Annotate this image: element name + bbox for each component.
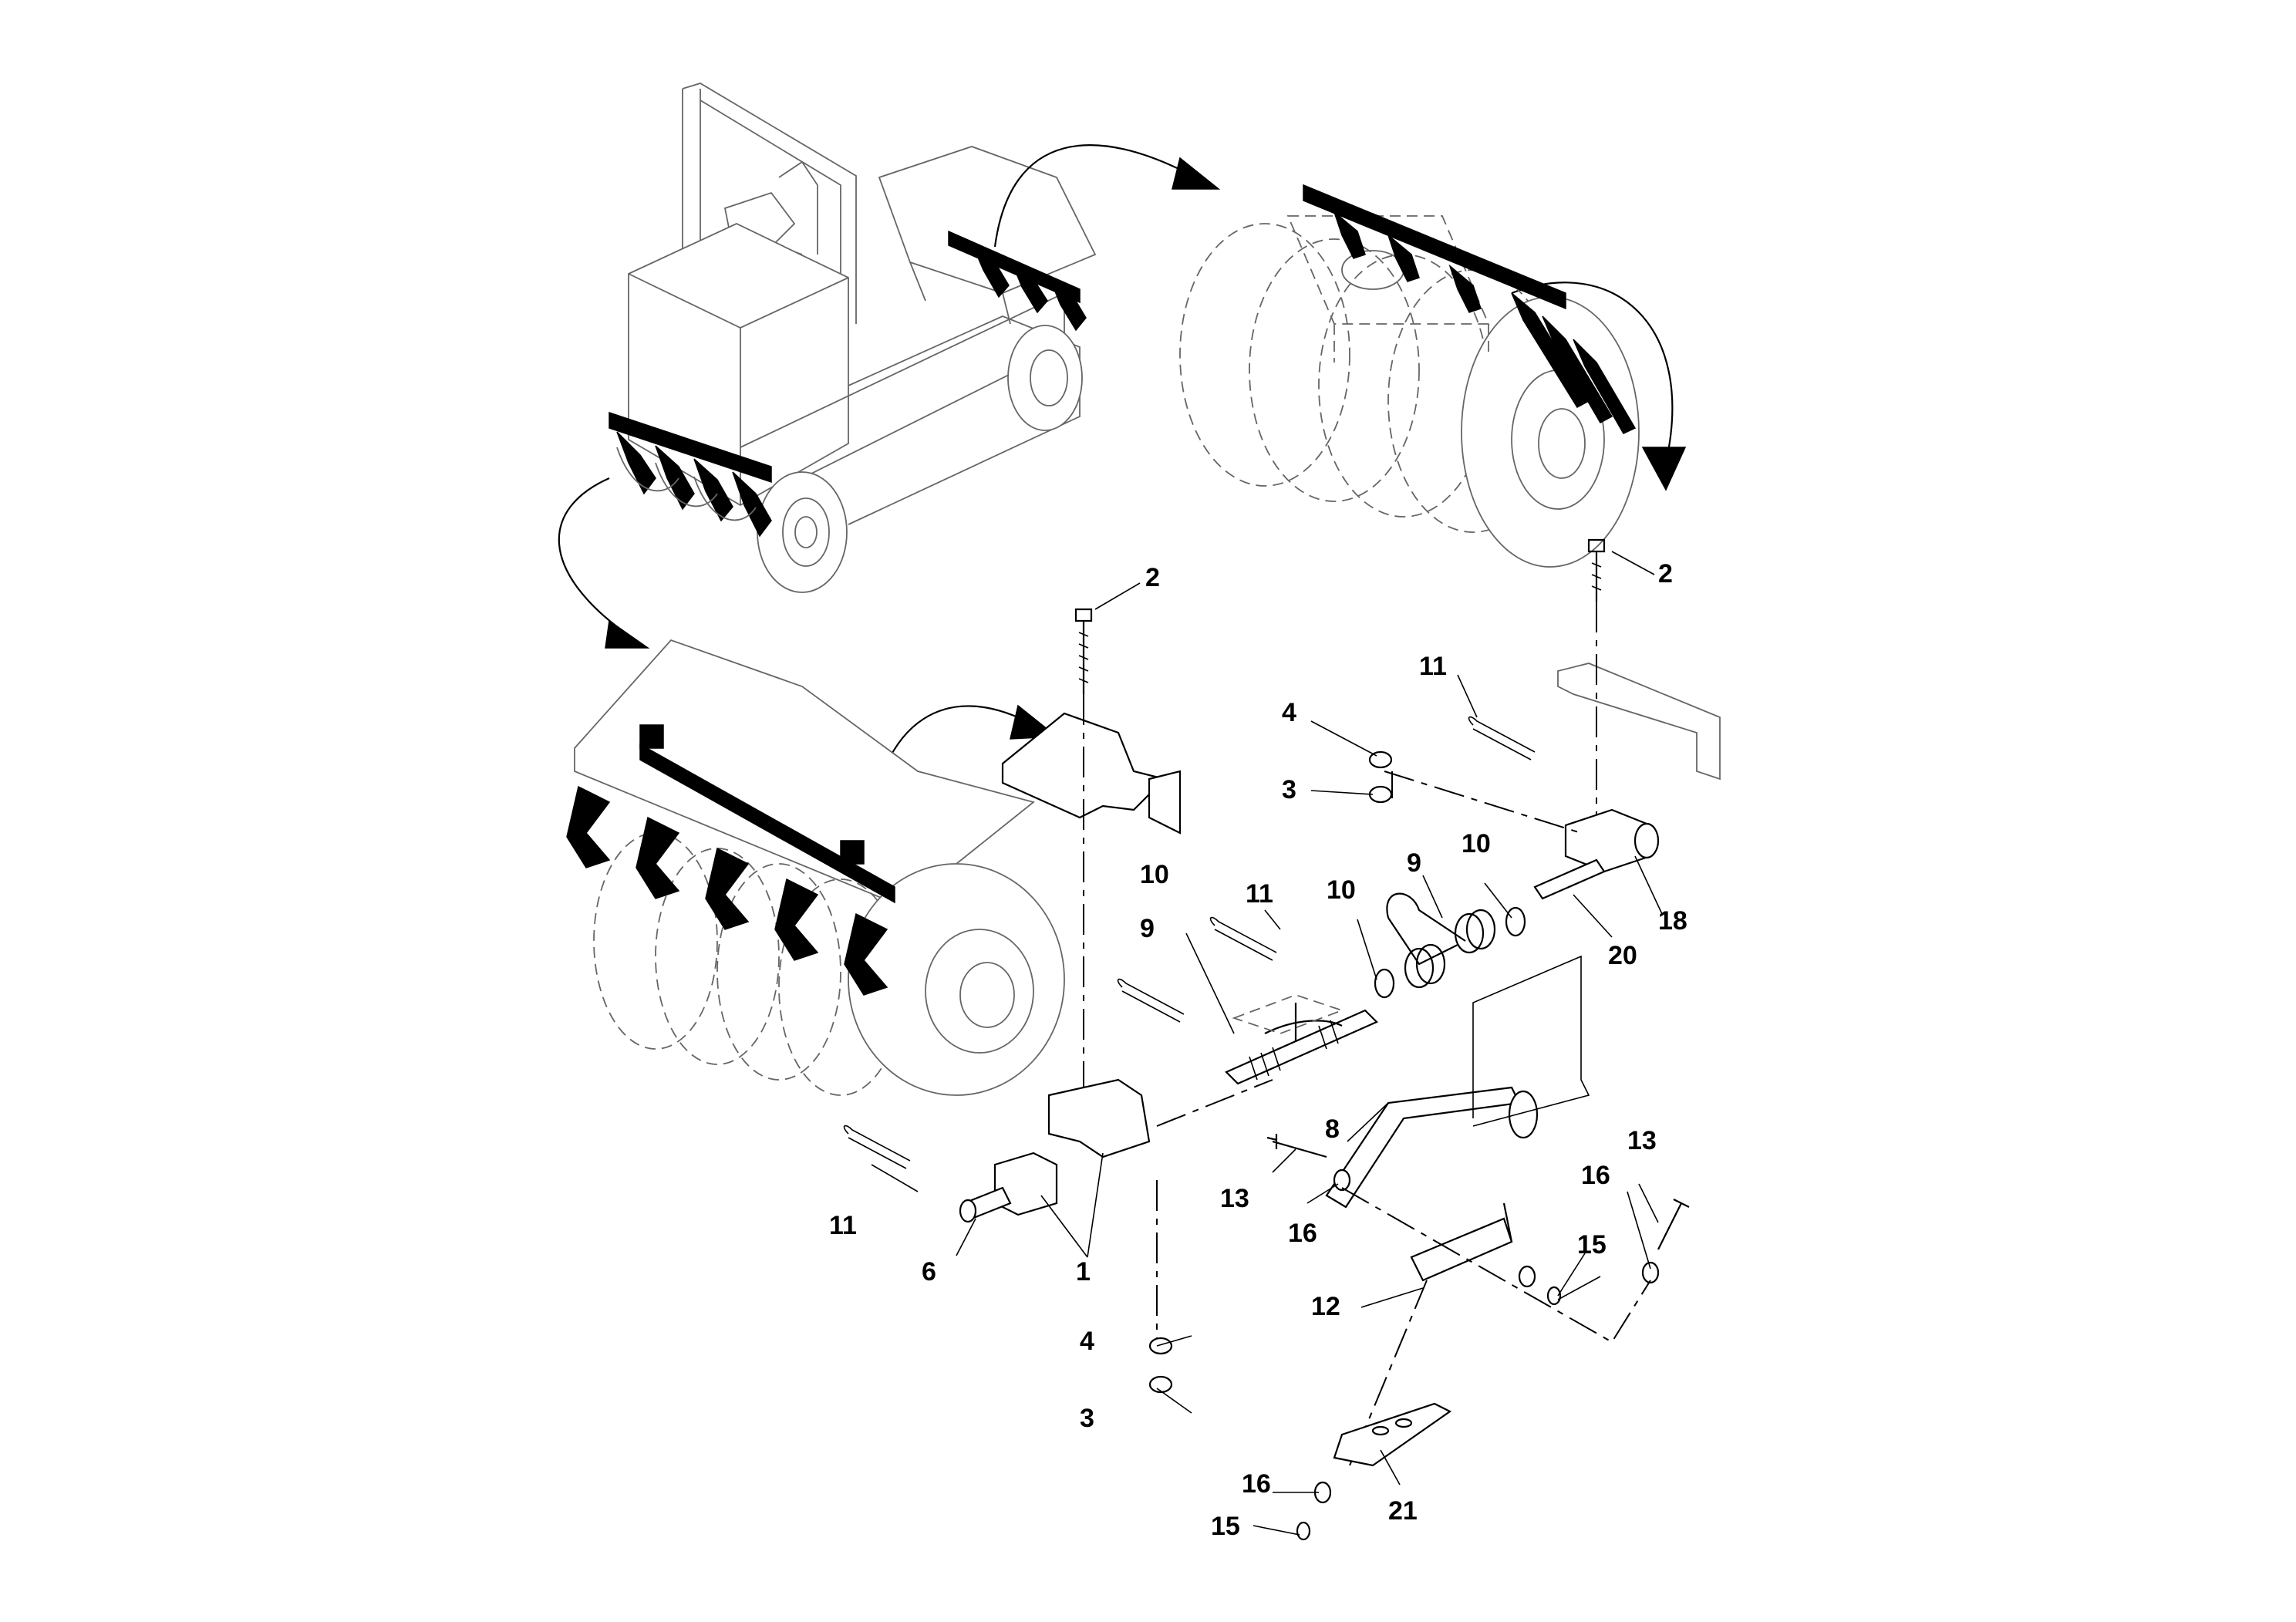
- callout-4: 4: [1080, 1327, 1094, 1356]
- callout-10: 10: [1327, 875, 1356, 905]
- callout-11: 11: [829, 1211, 857, 1240]
- callout-13: 13: [1627, 1126, 1657, 1155]
- callout-11: 11: [1246, 879, 1273, 909]
- front-tire-detail: [566, 639, 1065, 1096]
- callout-3: 3: [1080, 1404, 1094, 1433]
- callout-2: 2: [1145, 563, 1160, 592]
- callout-21: 21: [1388, 1496, 1418, 1526]
- callout-4: 4: [1282, 698, 1296, 727]
- roller-machine-overview: [609, 83, 1097, 593]
- callout-10: 10: [1462, 829, 1491, 858]
- callout-12: 12: [1311, 1292, 1340, 1321]
- callout-10: 10: [1140, 860, 1169, 889]
- callout-6: 6: [922, 1257, 936, 1286]
- callout-2: 2: [1658, 559, 1673, 588]
- exploded-parts: [843, 538, 1721, 1541]
- callout-18: 18: [1658, 906, 1687, 936]
- callout-9: 9: [1407, 848, 1421, 878]
- callout-15: 15: [1211, 1512, 1240, 1541]
- callout-16: 16: [1288, 1219, 1317, 1248]
- callout-11: 11: [1419, 652, 1447, 681]
- callout-9: 9: [1140, 914, 1155, 943]
- callout-3: 3: [1282, 775, 1296, 804]
- callout-labels: 1 2 2 3 3 4 4 6 8 9 9 10 10 10 11 11 11 …: [829, 559, 1687, 1541]
- callout-16: 16: [1242, 1469, 1271, 1499]
- callout-1: 1: [1076, 1257, 1091, 1286]
- rear-tire-detail: [1179, 184, 1640, 568]
- callout-16: 16: [1581, 1161, 1610, 1190]
- callout-13: 13: [1220, 1184, 1249, 1213]
- leader-lines: [871, 551, 1663, 1536]
- callout-15: 15: [1577, 1230, 1607, 1259]
- callout-20: 20: [1608, 941, 1637, 970]
- callout-8: 8: [1325, 1114, 1340, 1144]
